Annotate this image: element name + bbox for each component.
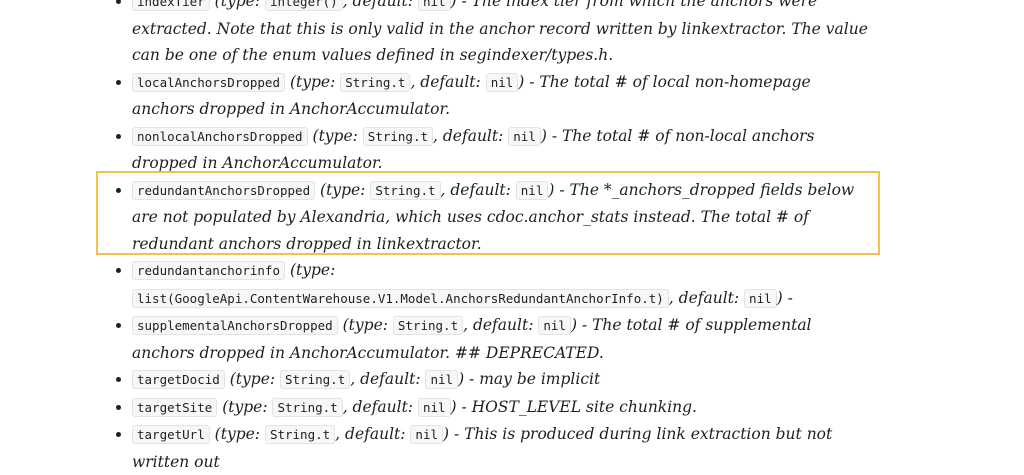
default-prefix: , default: [335, 425, 411, 443]
field-description: ) - HOST_LEVEL site chunking. [450, 397, 697, 416]
field-description: ) - The total # of non-local anchors dro… [132, 126, 815, 173]
field-item-redundantAnchorsDropped: redundantAnchorsDropped (type: String.t,… [116, 177, 872, 258]
field-item-supplementalAnchorsDropped: supplementalAnchorsDropped (type: String… [116, 312, 872, 366]
type-prefix: (type: [342, 316, 393, 334]
default-prefix: , default: [440, 180, 516, 199]
field-name: indexTier [132, 0, 210, 11]
field-type: String.t [370, 180, 441, 200]
field-type: String.t [392, 316, 464, 335]
field-item-nonlocalAnchorsDropped: nonlocalAnchorsDropped (type: String.t, … [116, 123, 872, 177]
field-name: redundantAnchorsDropped [132, 180, 316, 200]
field-name: localAnchorsDropped [132, 72, 285, 92]
type-prefix: (type: [214, 0, 265, 10]
field-description: ) - may be implicit [458, 370, 601, 388]
field-item-localAnchorsDropped: localAnchorsDropped (type: String.t, def… [116, 69, 872, 123]
field-description: ) - [776, 288, 793, 307]
default-prefix: , default: [350, 370, 426, 388]
type-prefix: (type: [289, 261, 336, 279]
field-name: targetDocid [132, 370, 225, 389]
field-name: redundantanchorinfo [132, 261, 285, 280]
field-default: nil [417, 397, 451, 417]
field-type: String.t [340, 72, 411, 92]
field-name: targetUrl [132, 425, 210, 444]
field-description: ) - The index tier from which the anchor… [132, 0, 868, 64]
default-prefix: , default: [463, 316, 539, 334]
type-prefix: (type: [222, 397, 273, 416]
type-prefix: (type: [289, 72, 341, 91]
default-prefix: , default: [668, 288, 745, 307]
field-type: String.t [362, 126, 434, 146]
field-name: supplementalAnchorsDropped [132, 316, 338, 335]
default-prefix: , default: [433, 126, 509, 145]
field-item-indexTier: indexTier (type: integer(), default: nil… [116, 0, 872, 69]
field-default: nil [410, 425, 443, 444]
field-name: nonlocalAnchorsDropped [132, 126, 308, 146]
type-prefix: (type: [229, 370, 281, 388]
field-default: nil [515, 180, 549, 200]
field-name: targetSite [132, 397, 218, 417]
field-type: list(GoogleApi.ContentWarehouse.V1.Model… [132, 288, 669, 308]
field-type: integer() [264, 0, 343, 11]
field-item-targetUrl: targetUrl (type: String.t, default: nil)… [116, 421, 872, 475]
default-prefix: , default: [342, 0, 418, 10]
field-description: ) - The total # of local non-homepage an… [132, 72, 811, 119]
field-type: String.t [280, 370, 351, 389]
field-default: nil [538, 316, 571, 335]
field-default: nil [425, 370, 459, 389]
field-item-targetDocid: targetDocid (type: String.t, default: ni… [116, 366, 872, 394]
field-description: ) - The total # of supplemental anchors … [132, 316, 812, 362]
type-prefix: (type: [214, 425, 265, 443]
field-default: nil [744, 288, 777, 308]
field-type: String.t [272, 397, 343, 417]
default-prefix: , default: [410, 72, 486, 91]
default-prefix: , default: [342, 397, 418, 416]
field-default: nil [508, 126, 541, 146]
field-description: ) - The *_anchors_dropped fields below a… [132, 180, 855, 253]
field-default: nil [417, 0, 451, 11]
field-item-redundantanchorinfo: redundantanchorinfo (type: list(GoogleAp… [116, 257, 872, 312]
field-item-targetSite: targetSite (type: String.t, default: nil… [116, 394, 872, 422]
field-default: nil [485, 72, 519, 92]
type-prefix: (type: [312, 126, 363, 145]
type-prefix: (type: [320, 180, 371, 199]
field-type: String.t [264, 425, 336, 444]
